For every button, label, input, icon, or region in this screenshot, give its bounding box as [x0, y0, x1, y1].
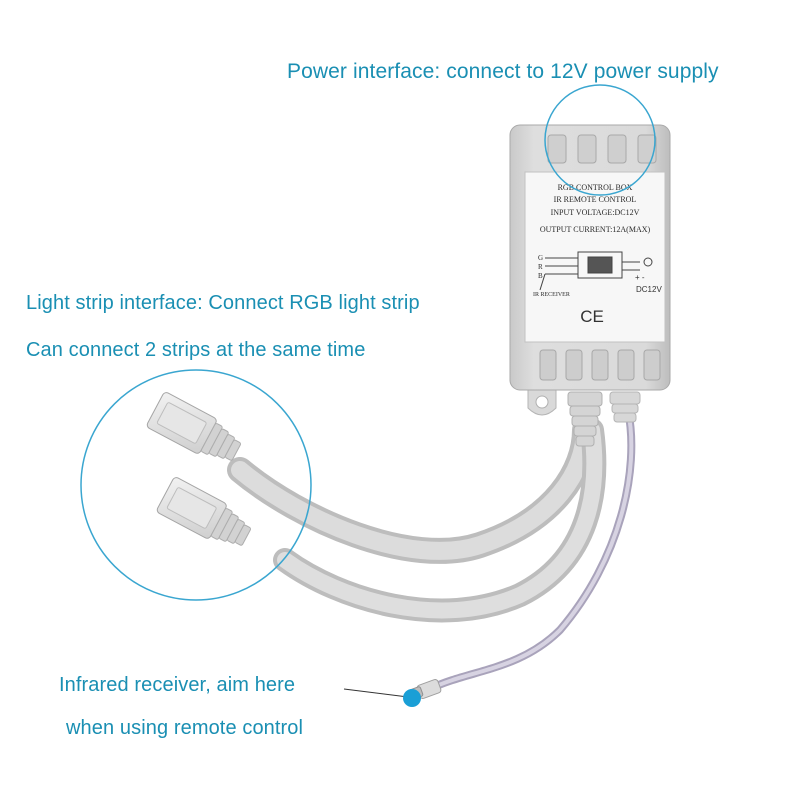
power-callout-circle [544, 84, 656, 196]
strip-count-caption: Can connect 2 strips at the same time [26, 339, 366, 361]
strip-interface-caption: Light strip interface: Connect RGB light… [26, 292, 420, 314]
ce-mark: CE [580, 307, 604, 326]
rgb-connector-upper [146, 392, 241, 461]
control-box: RGB CONTROL BOX IR REMOTE CONTROL INPUT … [509, 124, 671, 391]
power-interface-caption: Power interface: connect to 12V power su… [287, 60, 719, 83]
wiring-diagram [539, 251, 653, 291]
label-line-4: OUTPUT CURRENT:12A(MAX) [540, 225, 651, 234]
label-line-3: INPUT VOLTAGE:DC12V [551, 208, 640, 217]
cables [227, 391, 641, 692]
ir-pointer-line [343, 688, 409, 698]
rgb-connector-lower [156, 477, 251, 546]
ir-receiver-caption: Infrared receiver, aim here [59, 674, 296, 696]
strip-callout-circle [80, 369, 312, 601]
ir-remote-caption: when using remote control [66, 717, 304, 739]
pin-b-label: B [538, 272, 543, 280]
ir-receiver-label: IR RECEIVER [533, 292, 570, 298]
ir-pointer-dot [403, 689, 421, 707]
dc12v-label: DC12V [636, 285, 662, 294]
plus-minus-label: + - [635, 273, 645, 282]
pin-r-label: R [538, 263, 543, 271]
label-line-2: IR REMOTE CONTROL [554, 195, 637, 204]
label-line-1: RGB CONTROL BOX [558, 183, 633, 192]
pin-g-label: G [538, 254, 543, 262]
